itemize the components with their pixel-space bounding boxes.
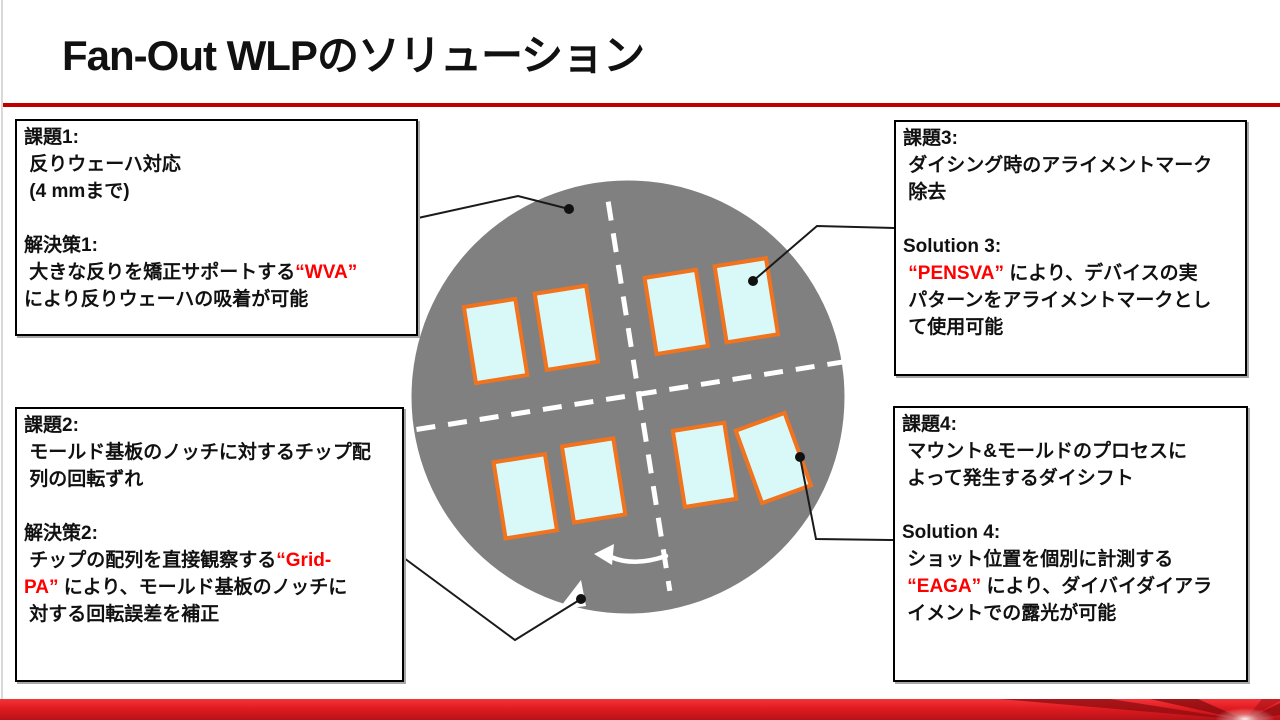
die-chip-3 (642, 267, 711, 357)
text-line: 課題4: (902, 414, 957, 435)
text-line: Solution 3: (903, 236, 1002, 257)
text-line (902, 492, 1239, 519)
callout-dot-1 (564, 204, 574, 214)
page-title: Fan-Out WLPのソリューション (62, 32, 645, 79)
text-line: 課題2: (24, 415, 79, 436)
die-chip-1 (461, 296, 530, 386)
text-line: イメントでの露光が可能 (902, 603, 1117, 624)
callout-line-1 (417, 194, 570, 219)
text-line: 反りウェーハ対応 (24, 154, 181, 175)
text-line: よって発生するダイシフト (902, 468, 1134, 489)
text-line: により反りウェーハの吸着が可能 (24, 289, 309, 310)
wafer-circle (411, 180, 845, 614)
wafer-rotated-content (416, 201, 844, 592)
text-line: 課題1: (24, 127, 79, 148)
die-chip-7 (670, 420, 739, 510)
text-line: て使用可能 (903, 317, 1004, 338)
text-line: 列の回転ずれ (24, 469, 144, 490)
issue4-box: 課題4: マウント&モールドのプロセスに よって発生するダイシフト Soluti… (893, 406, 1248, 682)
footer-band (0, 699, 1280, 720)
callout-line-3 (752, 224, 895, 282)
die-chip-2 (532, 283, 601, 373)
scribe-line-horizontal (416, 359, 844, 432)
callout-dot-3 (748, 276, 758, 286)
callout-line-4 (799, 456, 894, 541)
rotation-arrow-icon (608, 553, 669, 564)
text-line: 除去 (903, 182, 947, 203)
footer-dark-ray-1 (1000, 699, 1245, 720)
issue3-box: 課題3: ダイシング時のアライメントマーク 除去 Solution 3: “PE… (894, 120, 1247, 376)
text-line: チップの配列を直接観察する“Grid- (24, 550, 332, 571)
text-line: モールド基板のノッチに対するチップ配 (24, 442, 371, 463)
text-line (24, 205, 409, 232)
text-line (903, 206, 1238, 233)
issue2-box: 課題2: モールド基板のノッチに対するチップ配 列の回転ずれ 解決策2: チップ… (15, 407, 404, 682)
text-line: パターンをアライメントマークとし (903, 290, 1212, 311)
die-chip-6 (559, 436, 628, 525)
callout-dot-2 (576, 594, 586, 604)
slide-edge-line (1, 0, 3, 699)
callout-line-2 (403, 557, 582, 642)
footer-flare (1215, 708, 1275, 720)
text-line: 課題3: (903, 128, 958, 149)
text-line: PA” により、モールド基板のノッチに (24, 577, 348, 598)
scribe-line-vertical (605, 201, 673, 592)
text-line: 解決策2: (24, 523, 98, 544)
text-line (24, 493, 395, 520)
text-line: “EAGA” により、ダイバイダイアラ (907, 576, 1213, 597)
die-chip-8-shifted (733, 410, 814, 506)
text-line: (4 mmまで) (24, 181, 130, 202)
die-chip-5 (491, 451, 560, 541)
text-line: “PENSVA” により、デバイスの実 (908, 263, 1198, 284)
text-line: 大きな反りを矯正サポートする“WVA” (24, 262, 358, 283)
rotation-arrow-head (594, 544, 614, 565)
footer-band-decoration (1000, 699, 1280, 720)
title-underline-rule (3, 103, 1280, 107)
text-line: 解決策1: (24, 235, 98, 256)
text-line: 対する回転誤差を補正 (24, 604, 220, 625)
text-line: ショット位置を個別に計測する (902, 549, 1174, 570)
callout-dot-4 (795, 452, 805, 462)
text-line: ダイシング時のアライメントマーク (903, 155, 1213, 176)
text-line: Solution 4: (902, 522, 1001, 543)
issue1-box: 課題1: 反りウェーハ対応 (4 mmまで) 解決策1: 大きな反りを矯正サポー… (15, 119, 418, 336)
die-chip-4 (712, 255, 781, 345)
text-line: マウント&モールドのプロセスに (902, 441, 1188, 462)
